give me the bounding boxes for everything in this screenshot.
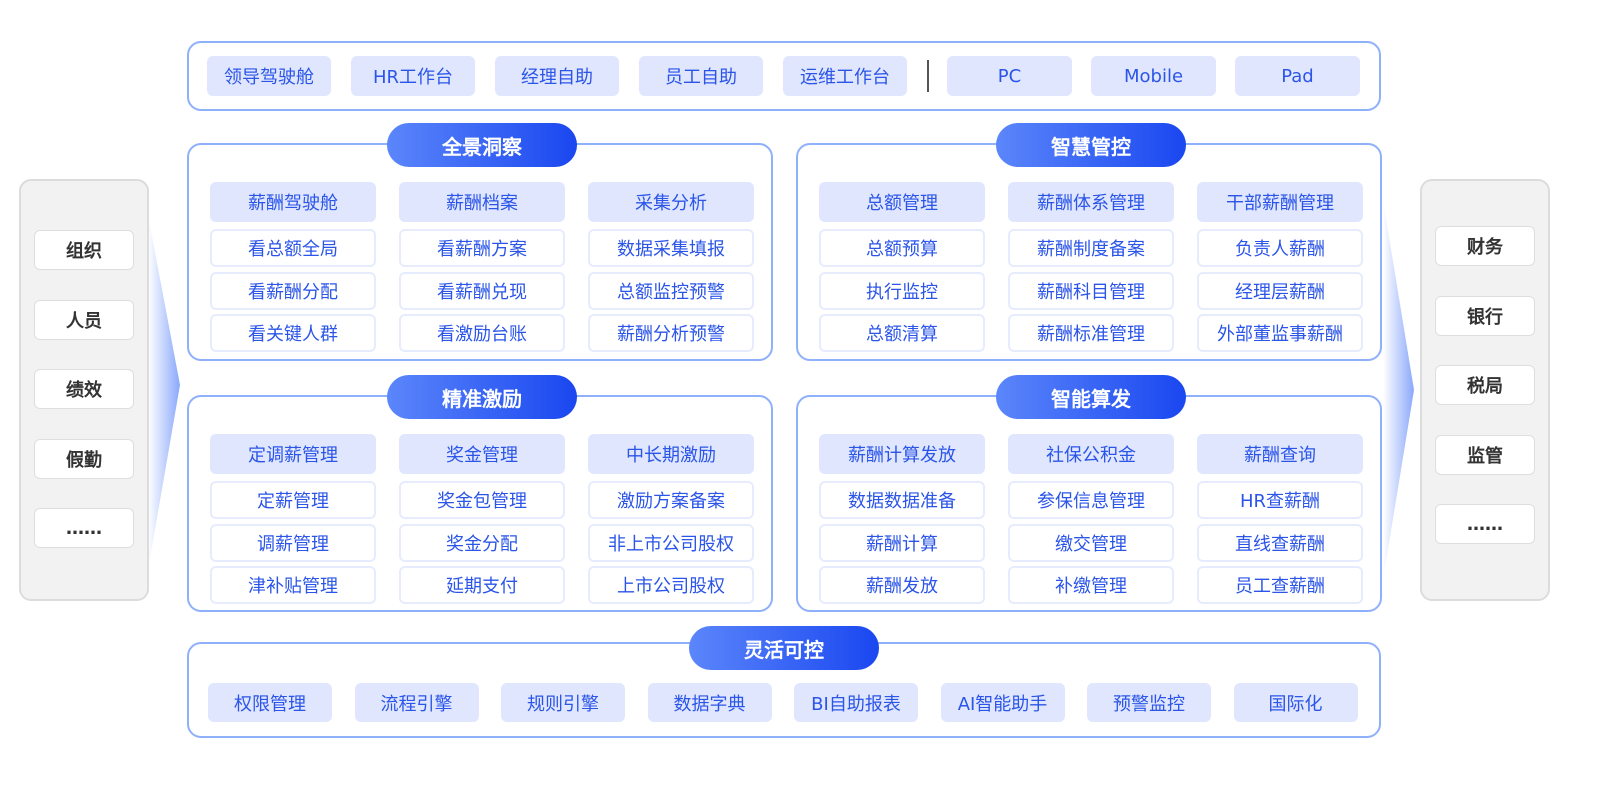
module-item[interactable]: 非上市公司股权 [588,523,754,562]
module-item[interactable]: 看激励台账 [399,314,565,352]
module-item[interactable]: 经理层薪酬 [1197,271,1363,310]
bottom-item[interactable]: 预警监控 [1087,683,1211,722]
module-item[interactable]: 员工查薪酬 [1197,566,1363,604]
module-item[interactable]: 缴交管理 [1008,523,1174,562]
module-item[interactable]: 调薪管理 [210,523,376,562]
module-item[interactable]: 总额清算 [819,314,985,352]
module-column-header[interactable]: 薪酬计算发放 [819,434,985,474]
divider [927,60,929,92]
module-column-header[interactable]: 薪酬查询 [1197,434,1363,474]
module-item[interactable]: 薪酬科目管理 [1008,271,1174,310]
bottom-item[interactable]: 规则引擎 [501,683,625,722]
bottom-item[interactable]: 流程引擎 [354,683,479,722]
right-panel-item[interactable]: …… [1435,504,1535,544]
module-item[interactable]: 延期支付 [399,566,565,604]
module-item[interactable]: 薪酬制度备案 [1008,229,1174,267]
module-item[interactable]: 津补贴管理 [210,566,376,604]
right-panel-item[interactable]: 财务 [1435,226,1535,266]
left-panel-item[interactable]: …… [34,508,134,548]
module-item[interactable]: 看薪酬分配 [210,271,376,310]
module-item[interactable]: 数据数据准备 [819,481,985,519]
role-tab[interactable]: HR工作台 [351,56,475,96]
module-title: 精准激励 [387,375,577,419]
device-tab[interactable]: Mobile [1091,56,1216,96]
module-item[interactable]: 执行监控 [819,271,985,310]
module-column-header[interactable]: 采集分析 [588,182,754,222]
module-item[interactable]: 看关键人群 [210,314,376,352]
module-item[interactable]: 看总额全局 [210,229,376,267]
module-item[interactable]: 负责人薪酬 [1197,229,1363,267]
module-item[interactable]: 薪酬标准管理 [1008,314,1174,352]
module-item[interactable]: 总额预算 [819,229,985,267]
role-tab[interactable]: 领导驾驶舱 [207,56,331,96]
module-item[interactable]: 奖金包管理 [399,481,565,519]
right-arrow [1383,200,1414,580]
module-item[interactable]: 总额监控预警 [588,271,754,310]
bottom-item[interactable]: 权限管理 [208,683,332,722]
module-column-header[interactable]: 中长期激励 [588,434,754,474]
module-title: 智能算发 [996,375,1186,419]
module-column-header[interactable]: 社保公积金 [1008,434,1174,474]
bottom-item[interactable]: AI智能助手 [940,683,1065,722]
module-column-header[interactable]: 薪酬档案 [399,182,565,222]
bottom-item[interactable]: 数据字典 [647,683,772,722]
module-column-header[interactable]: 薪酬驾驶舱 [210,182,376,222]
bottom-item[interactable]: 国际化 [1233,683,1358,722]
module-item[interactable]: 薪酬分析预警 [588,314,754,352]
module-item[interactable]: HR查薪酬 [1197,481,1363,519]
right-panel-item[interactable]: 银行 [1435,295,1535,336]
module-column-header[interactable]: 定调薪管理 [210,434,376,474]
module-item[interactable]: 数据采集填报 [588,229,754,267]
role-tab[interactable]: 员工自助 [639,56,763,96]
device-tab[interactable]: Pad [1235,56,1360,96]
right-panel-item[interactable]: 税局 [1435,365,1535,405]
left-arrow [148,215,180,570]
role-tab[interactable]: 经理自助 [495,56,619,96]
module-item[interactable]: 上市公司股权 [588,566,754,604]
role-tab[interactable]: 运维工作台 [783,56,907,96]
module-title: 智慧管控 [996,123,1186,167]
module-item[interactable]: 薪酬发放 [819,566,985,604]
module-item[interactable]: 奖金分配 [399,523,565,562]
module-item[interactable]: 看薪酬兑现 [399,271,565,310]
module-column-header[interactable]: 薪酬体系管理 [1008,182,1174,222]
module-item[interactable]: 激励方案备案 [588,481,754,519]
module-item[interactable]: 薪酬计算 [819,523,985,562]
module-item[interactable]: 外部董监事薪酬 [1197,314,1363,352]
bottom-title: 灵活可控 [689,626,879,670]
device-tab[interactable]: PC [947,56,1072,96]
module-item[interactable]: 参保信息管理 [1008,481,1174,519]
left-panel-item[interactable]: 绩效 [34,369,134,409]
right-panel-item[interactable]: 监管 [1435,434,1535,475]
module-title: 全景洞察 [387,123,577,167]
module-column-header[interactable]: 总额管理 [819,182,985,222]
module-column-header[interactable]: 奖金管理 [399,434,565,474]
left-panel-item[interactable]: 人员 [34,299,134,340]
module-item[interactable]: 看薪酬方案 [399,229,565,267]
module-column-header[interactable]: 干部薪酬管理 [1197,182,1363,222]
module-item[interactable]: 补缴管理 [1008,566,1174,604]
left-panel-item[interactable]: 组织 [34,230,134,270]
bottom-item[interactable]: BI自助报表 [794,683,918,722]
module-item[interactable]: 直线查薪酬 [1197,523,1363,562]
left-panel-item[interactable]: 假勤 [34,438,134,479]
module-item[interactable]: 定薪管理 [210,481,376,519]
